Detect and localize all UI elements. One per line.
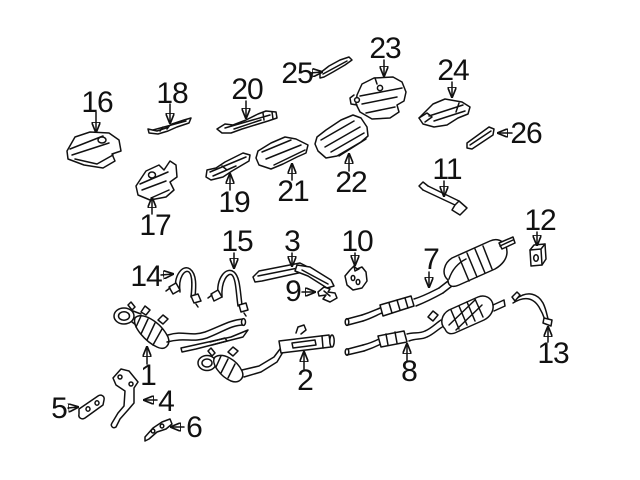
part-17-drawing <box>135 160 178 201</box>
callout-label-3[interactable]: 3 <box>284 225 301 258</box>
callout-label-18[interactable]: 18 <box>156 77 188 110</box>
callout-label-12[interactable]: 12 <box>524 204 556 237</box>
part-15-drawing <box>207 269 249 317</box>
callout-label-8[interactable]: 8 <box>401 355 418 388</box>
part-25-drawing <box>319 56 353 79</box>
part-16-drawing <box>66 131 122 169</box>
part-8-drawing <box>344 295 506 356</box>
part-10-drawing <box>344 265 368 291</box>
callout-arrow-25 <box>309 72 322 73</box>
callout-label-22[interactable]: 22 <box>335 166 367 199</box>
part-24-drawing <box>418 98 471 128</box>
callout-arrows <box>67 59 548 427</box>
part-2-drawing <box>197 324 335 383</box>
callout-label-4[interactable]: 4 <box>158 385 175 418</box>
callout-label-15[interactable]: 15 <box>221 225 253 258</box>
callout-label-5[interactable]: 5 <box>51 392 68 425</box>
callout-label-14[interactable]: 14 <box>130 260 162 293</box>
part-1-drawing <box>113 301 249 353</box>
callout-label-11[interactable]: 11 <box>432 153 462 186</box>
part-23-drawing <box>349 76 407 120</box>
part-13-drawing <box>511 291 553 327</box>
callout-label-6[interactable]: 6 <box>186 411 203 444</box>
callout-label-25[interactable]: 25 <box>281 57 313 90</box>
part-22-drawing <box>314 114 369 159</box>
part-6-drawing <box>144 418 173 442</box>
part-7-drawing <box>344 236 516 327</box>
part-20-drawing <box>216 110 278 134</box>
callout-label-20[interactable]: 20 <box>231 73 263 106</box>
part-18-drawing <box>147 117 192 135</box>
part-14-drawing <box>165 267 202 308</box>
part-4-drawing <box>110 368 139 429</box>
part-9-drawing <box>317 286 338 303</box>
callout-label-26[interactable]: 26 <box>510 117 542 150</box>
callout-label-16[interactable]: 16 <box>81 86 113 119</box>
callout-label-21[interactable]: 21 <box>277 175 309 208</box>
callout-label-7[interactable]: 7 <box>423 243 440 276</box>
callout-label-1[interactable]: 1 <box>140 359 157 392</box>
part-3-drawing <box>252 262 335 289</box>
callout-label-17[interactable]: 17 <box>139 209 171 242</box>
callout-label-10[interactable]: 10 <box>341 225 373 258</box>
callout-label-2[interactable]: 2 <box>297 364 314 397</box>
callout-label-9[interactable]: 9 <box>285 275 302 308</box>
callout-arrow-14 <box>160 274 173 275</box>
part-5-drawing <box>78 394 105 420</box>
callout-label-24[interactable]: 24 <box>437 54 469 87</box>
part-21-drawing <box>255 136 309 170</box>
callout-label-19[interactable]: 19 <box>218 186 250 219</box>
part-drawings <box>66 56 553 442</box>
callout-label-13[interactable]: 13 <box>537 337 569 370</box>
part-26-drawing <box>466 126 495 150</box>
part-19-drawing <box>205 152 251 181</box>
callout-arrow-5 <box>67 407 78 408</box>
callout-label-23[interactable]: 23 <box>369 32 401 65</box>
